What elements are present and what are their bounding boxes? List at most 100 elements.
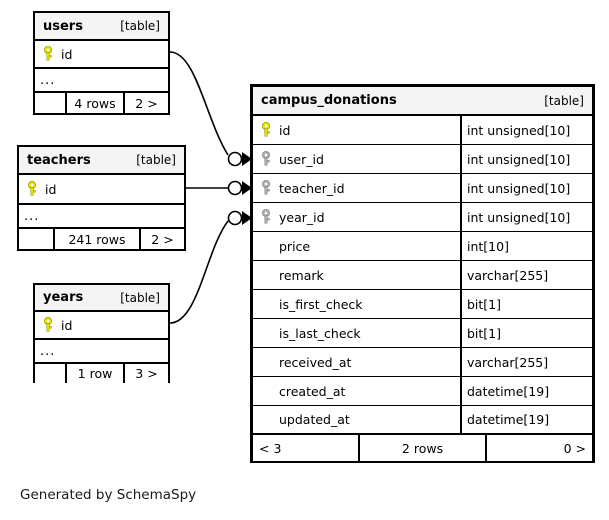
table-row[interactable]: year_id int unsigned[10] (253, 203, 592, 232)
table-header-teachers: teachers [table] (19, 147, 184, 175)
column-type-received-at: varchar[255] (460, 348, 592, 376)
table-tag-campus-donations: [table] (544, 93, 584, 108)
primary-key-icon (259, 122, 273, 138)
column-name-years-id: id (35, 312, 168, 338)
column-name-created-at: created_at (253, 377, 460, 405)
column-label-is-last-check: is_last_check (279, 325, 361, 341)
column-name-teacher-id: teacher_id (253, 174, 460, 202)
footer-rows-users: 4 rows (65, 93, 123, 113)
generated-by-caption: Generated by SchemaSpy (20, 487, 197, 503)
column-type-year-id: int unsigned[10] (460, 203, 592, 231)
column-type-updated-at: datetime[19] (460, 406, 592, 433)
table-footer-campus-donations: < 3 2 rows 0 > (253, 435, 592, 461)
table-footer-teachers: 241 rows 2 > (19, 229, 184, 249)
table-row[interactable]: received_at varchar[255] (253, 348, 592, 377)
column-label-remark: remark (279, 267, 324, 283)
table-header-years: years [table] (35, 285, 168, 312)
column-type-id: int unsigned[10] (460, 116, 592, 144)
column-label-years-id: id (61, 317, 73, 333)
table-row[interactable]: created_at datetime[19] (253, 377, 592, 406)
column-label-year-id: year_id (279, 209, 325, 225)
table-row[interactable]: remark varchar[255] (253, 261, 592, 290)
footer-rows-years: 1 row (65, 364, 123, 383)
column-name-price: price (253, 232, 460, 260)
footer-children-link[interactable]: 0 > (485, 435, 592, 461)
table-box-campus-donations[interactable]: campus_donations [table] id int unsigned… (250, 84, 595, 463)
column-row-users-id[interactable]: id (35, 41, 168, 69)
column-name-users-id: id (35, 41, 168, 67)
column-label-users-id: id (61, 46, 73, 62)
footer-parents-link[interactable]: < 3 (259, 440, 282, 456)
column-label-id: id (279, 122, 291, 138)
footer-left-teachers[interactable] (19, 229, 53, 249)
table-row[interactable]: is_last_check bit[1] (253, 319, 592, 348)
table-tag-years: [table] (120, 290, 160, 305)
footer-left-years[interactable] (35, 364, 65, 383)
column-type-remark: varchar[255] (460, 261, 592, 289)
foreign-key-icon (259, 180, 273, 196)
table-box-teachers[interactable]: teachers [table] id ... 241 rows 2 > (17, 145, 186, 251)
table-tag-teachers: [table] (136, 153, 176, 167)
relationship-users-to-user-id (169, 51, 229, 156)
table-box-years[interactable]: years [table] id ... 1 row 3 > (33, 283, 170, 383)
table-row[interactable]: user_id int unsigned[10] (253, 145, 592, 174)
table-row[interactable]: id int unsigned[10] (253, 116, 592, 145)
column-label-is-first-check: is_first_check (279, 296, 363, 312)
footer-rows-teachers: 241 rows (53, 229, 139, 249)
column-name-updated-at: updated_at (253, 406, 460, 433)
column-label-created-at: created_at (279, 383, 346, 399)
column-type-teacher-id: int unsigned[10] (460, 174, 592, 202)
table-row[interactable]: price int[10] (253, 232, 592, 261)
column-name-remark: remark (253, 261, 460, 289)
column-type-created-at: datetime[19] (460, 377, 592, 405)
table-tag-users: [table] (120, 19, 160, 33)
column-label-price: price (279, 238, 311, 254)
table-footer-years: 1 row 3 > (35, 364, 168, 383)
relationship-endpoint-teacher-id (227, 180, 243, 196)
table-header-campus-donations: campus_donations [table] (253, 87, 592, 116)
column-name-is-last-check: is_last_check (253, 319, 460, 347)
table-title-campus-donations: campus_donations (261, 93, 397, 108)
footer-right-years[interactable]: 3 > (123, 364, 168, 383)
table-box-users[interactable]: users [table] id ... 4 rows 2 > (33, 11, 170, 115)
column-name-teachers-id: id (19, 175, 184, 203)
column-label-updated-at: updated_at (279, 412, 350, 427)
column-label-user-id: user_id (279, 151, 324, 167)
column-type-price: int[10] (460, 232, 592, 260)
table-row[interactable]: teacher_id int unsigned[10] (253, 174, 592, 203)
foreign-key-icon (259, 151, 273, 167)
footer-right-users[interactable]: 2 > (123, 93, 168, 113)
table-title-years: years (43, 290, 84, 305)
relationship-endpoint-user-id (227, 151, 243, 167)
primary-key-icon (25, 181, 39, 197)
table-title-users: users (43, 18, 83, 34)
footer-rows-campus-donations: 2 rows (358, 435, 485, 461)
column-ellipsis-teachers: ... (19, 205, 184, 229)
table-row[interactable]: updated_at datetime[19] (253, 406, 592, 435)
column-name-id: id (253, 116, 460, 144)
footer-left-users[interactable] (35, 93, 65, 113)
column-type-user-id: int unsigned[10] (460, 145, 592, 173)
column-name-user-id: user_id (253, 145, 460, 173)
column-type-is-first-check: bit[1] (460, 290, 592, 318)
footer-right-teachers[interactable]: 2 > (139, 229, 184, 249)
column-name-received-at: received_at (253, 348, 460, 376)
primary-key-icon (41, 46, 55, 62)
table-header-users: users [table] (35, 13, 168, 41)
table-title-teachers: teachers (27, 152, 91, 168)
column-label-received-at: received_at (279, 354, 352, 370)
column-ellipsis-users: ... (35, 69, 168, 93)
column-ellipsis-years: ... (35, 340, 168, 364)
column-label-teachers-id: id (45, 181, 57, 197)
column-name-year-id: year_id (253, 203, 460, 231)
column-type-is-last-check: bit[1] (460, 319, 592, 347)
table-row[interactable]: is_first_check bit[1] (253, 290, 592, 319)
column-label-teacher-id: teacher_id (279, 180, 345, 196)
column-row-years-id[interactable]: id (35, 312, 168, 340)
column-name-is-first-check: is_first_check (253, 290, 460, 318)
relationship-endpoint-year-id (227, 210, 243, 226)
primary-key-icon (41, 317, 55, 333)
column-row-teachers-id[interactable]: id (19, 175, 184, 205)
table-footer-users: 4 rows 2 > (35, 93, 168, 113)
